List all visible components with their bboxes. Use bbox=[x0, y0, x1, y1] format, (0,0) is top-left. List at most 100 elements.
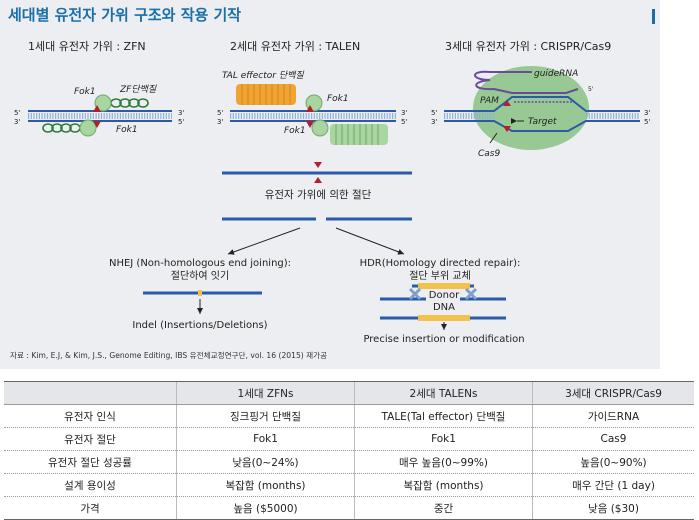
indel-site bbox=[198, 290, 202, 296]
nhej-title: NHEJ (Non-homologous end joining): bbox=[109, 258, 291, 269]
source-note: 자료 : Kim, E.J, & Kim, J.S., Genome Editi… bbox=[10, 351, 328, 360]
zfn-cut-mark-bottom bbox=[93, 121, 101, 128]
indel-label: Indel (Insertions/Deletions) bbox=[132, 320, 267, 331]
zfn-3-label-right: 3' bbox=[178, 109, 184, 117]
crispr-dna bbox=[444, 96, 640, 132]
comparison-table: 1세대 ZFNs 2세대 TALENs 3세대 CRISPR/Cas9 유전자 … bbox=[4, 381, 694, 520]
zfn-5-label: 5' bbox=[14, 109, 20, 117]
table-cell: Cas9 bbox=[532, 427, 694, 451]
row-label: 유전자 절단 성공률 bbox=[4, 450, 177, 474]
crispr-5-label: 5' bbox=[431, 109, 437, 117]
table-row: 가격 높음 ($5000) 중간 낮음 ($30) bbox=[4, 496, 694, 520]
hdr-result-insert bbox=[418, 315, 470, 321]
precise-label: Precise insertion or modification bbox=[363, 334, 524, 345]
hdr-subtitle: 절단 부위 교체 bbox=[409, 269, 471, 282]
tal-effector-protein bbox=[236, 84, 296, 105]
table-cell: 가이드RNA bbox=[532, 404, 694, 428]
crispr-3-label: 3' bbox=[431, 118, 437, 126]
guide-rna-label: guideRNA bbox=[534, 69, 578, 79]
talen-5-label-right: 5' bbox=[401, 118, 407, 126]
row-label: 가격 bbox=[4, 496, 177, 520]
talen-fok1-bottom-shape bbox=[311, 119, 329, 137]
zf-protein-label: ZF단백질 bbox=[119, 84, 157, 95]
hdr-title: HDR(Homology directed repair): bbox=[360, 258, 521, 269]
table-cell: Fok1 bbox=[176, 427, 355, 451]
gen1-title: 1세대 유전자 가위 : ZFN bbox=[28, 40, 146, 53]
table-header-gen2: 2세대 TALENs bbox=[354, 381, 533, 405]
table-row: 유전자 인식 징크핑거 단백질 TALE(Tal effector) 단백질 가… bbox=[4, 404, 694, 428]
table-header-blank bbox=[4, 381, 177, 405]
table-row: 유전자 절단 성공률 낮음(0~24%) 매우 높음(0~99%) 높음(0~9… bbox=[4, 450, 694, 474]
donor-label: Donor bbox=[429, 290, 460, 301]
talen-dna bbox=[230, 110, 396, 122]
cut-caption: 유전자 가위에 의한 절단 bbox=[265, 188, 372, 201]
table-row: 설계 용이성 복잡함 (months) 복잡함 (months) 매우 간단 (… bbox=[4, 473, 694, 497]
table-cell: 복잡함 (months) bbox=[354, 473, 533, 497]
pam-label: PAM bbox=[480, 96, 499, 106]
talen-5-label: 5' bbox=[217, 109, 223, 117]
cas9-pointer bbox=[489, 132, 498, 144]
zfn-5-label-right: 5' bbox=[178, 118, 184, 126]
talen-illustration: TAL effector 단백질 5' 3' 3' 5' bbox=[217, 70, 407, 145]
table-row: 유전자 절단 Fok1 Fok1 Cas9 bbox=[4, 427, 694, 451]
dna-label: DNA bbox=[433, 302, 455, 313]
table-header-row: 1세대 ZFNs 2세대 TALENs 3세대 CRISPR/Cas9 bbox=[4, 381, 694, 405]
zfn-3-label: 3' bbox=[14, 118, 20, 126]
crossover-left bbox=[408, 287, 422, 301]
cas9-protein-shape bbox=[473, 66, 589, 150]
row-label: 설계 용이성 bbox=[4, 473, 177, 497]
nhej-branch: NHEJ (Non-homologous end joining): 절단하여 … bbox=[109, 258, 291, 331]
row-label: 유전자 인식 bbox=[4, 404, 177, 428]
crispr-illustration: 5' 3' 3' 5' guideRNA 5' PAM Target Cas9 bbox=[431, 66, 650, 159]
row-label: 유전자 절단 bbox=[4, 427, 177, 451]
flow-cut-mark-top bbox=[314, 162, 322, 168]
fok1-top-shape bbox=[94, 94, 112, 112]
diagram-panel bbox=[0, 0, 660, 369]
cut-flow: 유전자 가위에 의한 절단 bbox=[222, 162, 412, 255]
talen-3-label: 3' bbox=[217, 118, 223, 126]
table-cell: 복잡함 (months) bbox=[176, 473, 355, 497]
title-marker bbox=[652, 9, 655, 24]
gen2-title: 2세대 유전자 가위 : TALEN bbox=[230, 40, 360, 53]
crispr-5-label-right: 5' bbox=[644, 118, 650, 126]
table-cell: 징크핑거 단백질 bbox=[176, 404, 355, 428]
page-title: 세대별 유전자 가위 구조와 작용 기작 bbox=[8, 6, 242, 24]
crispr-3-label-right: 3' bbox=[644, 109, 650, 117]
zfn-dna bbox=[28, 110, 172, 122]
talen-fok1-label-bottom: Fok1 bbox=[284, 126, 306, 136]
talen-cut-mark-bottom bbox=[306, 121, 314, 128]
table-header-gen1: 1세대 ZFNs bbox=[176, 381, 355, 405]
table-cell: TALE(Tal effector) 단백질 bbox=[354, 404, 533, 428]
table-cell: 중간 bbox=[354, 496, 533, 520]
tal-effector-label: TAL effector 단백질 bbox=[222, 70, 304, 81]
arrow-to-nhej bbox=[227, 227, 301, 255]
table-cell: 매우 높음(0~99%) bbox=[354, 450, 533, 474]
table-cell: 매우 간단 (1 day) bbox=[532, 473, 694, 497]
gene-scissors-diagram: 1세대 유전자 가위 : ZFN 2세대 유전자 가위 : TALEN 3세대 … bbox=[14, 40, 650, 345]
table-header-gen3: 3세대 CRISPR/Cas9 bbox=[532, 381, 694, 405]
gen3-title: 3세대 유전자 가위 : CRISPR/Cas9 bbox=[445, 40, 611, 53]
table-cell: 높음 ($5000) bbox=[176, 496, 355, 520]
tal-effector-protein-bottom bbox=[330, 124, 388, 145]
zfn-illustration: 5' 3' 3' 5' Fok1 ZF단백질 Fok1 bbox=[14, 84, 184, 137]
fok1-bottom-shape bbox=[79, 119, 97, 137]
nhej-subtitle: 절단하여 잇기 bbox=[171, 269, 229, 282]
hdr-branch: HDR(Homology directed repair): 절단 부위 교체 … bbox=[360, 258, 525, 345]
zfn-fok1-label-bottom: Fok1 bbox=[116, 125, 138, 135]
donor-insert-top bbox=[418, 283, 470, 289]
guide-rna bbox=[474, 70, 579, 94]
guide-rna-5-label: 5' bbox=[588, 86, 594, 93]
table-cell: 낮음(0~24%) bbox=[176, 450, 355, 474]
target-label: Target bbox=[528, 117, 557, 127]
zfn-cut-mark-top bbox=[93, 105, 101, 112]
table-cell: 낮음 ($30) bbox=[532, 496, 694, 520]
crispr-cut-mark-bottom bbox=[503, 126, 511, 132]
talen-cut-mark-top bbox=[306, 105, 314, 112]
arrow-to-hdr bbox=[335, 227, 405, 255]
zfn-fok1-label-top: Fok1 bbox=[74, 87, 96, 97]
table-cell: 높음(0~90%) bbox=[532, 450, 694, 474]
talen-fok1-label-top: Fok1 bbox=[327, 94, 349, 104]
talen-3-label-right: 3' bbox=[401, 109, 407, 117]
crossover-right bbox=[464, 287, 478, 301]
zf-protein-bottom bbox=[42, 123, 81, 133]
